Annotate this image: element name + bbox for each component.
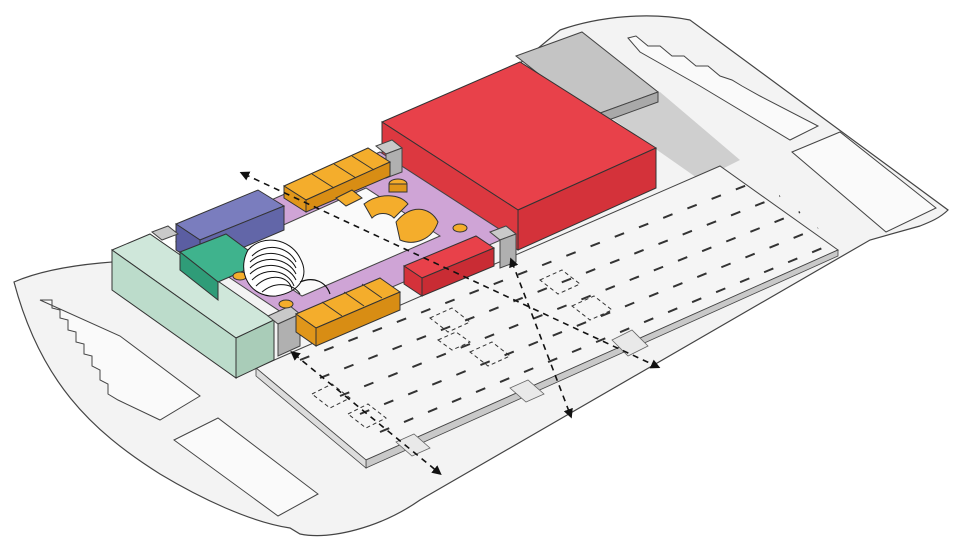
shadow — [600, 92, 740, 180]
circulation-axes — [239, 171, 661, 476]
